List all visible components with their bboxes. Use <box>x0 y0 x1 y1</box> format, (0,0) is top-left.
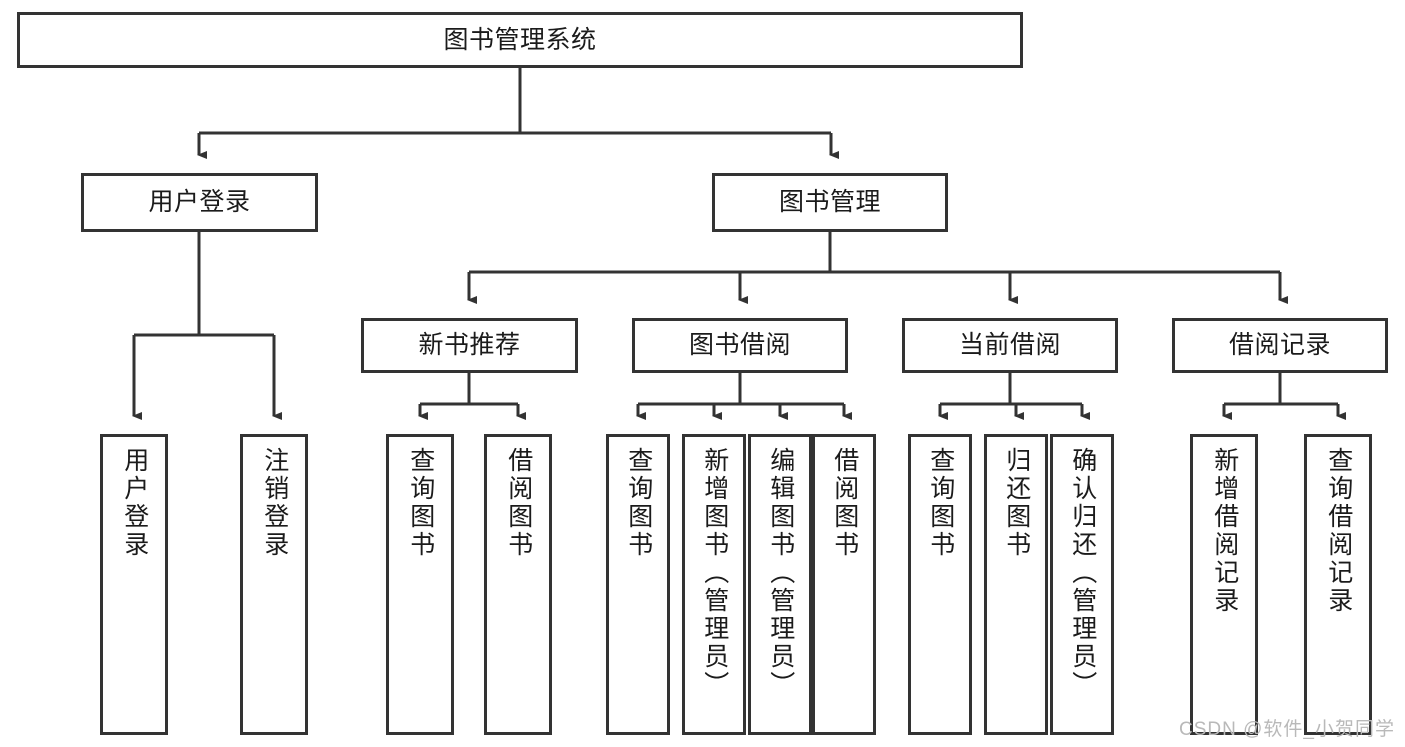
node-leaf-borrow-book-2[interactable]: 借阅图书 <box>812 434 876 735</box>
node-leaf-query-book-1-label: 查询图书 <box>406 447 435 559</box>
node-current-borrow[interactable]: 当前借阅 <box>902 318 1118 373</box>
node-borrow-record-label: 借阅记录 <box>1228 331 1331 360</box>
node-leaf-add-book-label: 新增图书（管理员） <box>700 447 729 699</box>
node-leaf-borrow-book-1[interactable]: 借阅图书 <box>484 434 552 735</box>
node-root[interactable]: 图书管理系统 <box>17 12 1023 68</box>
node-leaf-user-logout[interactable]: 注销登录 <box>240 434 308 735</box>
node-leaf-add-record-label: 新增借阅记录 <box>1210 447 1239 615</box>
node-root-label: 图书管理系统 <box>443 25 597 54</box>
node-book-manage[interactable]: 图书管理 <box>712 173 948 232</box>
node-user-login[interactable]: 用户登录 <box>81 173 318 232</box>
node-leaf-query-book-2-label: 查询图书 <box>624 447 653 559</box>
node-leaf-edit-book-label: 编辑图书（管理员） <box>766 447 795 699</box>
node-leaf-user-login[interactable]: 用户登录 <box>100 434 168 735</box>
node-leaf-query-book-3[interactable]: 查询图书 <box>908 434 972 735</box>
node-leaf-edit-book[interactable]: 编辑图书（管理员） <box>748 434 812 735</box>
node-leaf-user-login-label: 用户登录 <box>120 447 149 559</box>
node-leaf-add-book[interactable]: 新增图书（管理员） <box>682 434 746 735</box>
node-leaf-query-record[interactable]: 查询借阅记录 <box>1304 434 1372 735</box>
node-leaf-query-record-label: 查询借阅记录 <box>1324 447 1353 615</box>
node-leaf-query-book-3-label: 查询图书 <box>926 447 955 559</box>
watermark-text: CSDN @软件_小贺同学 <box>1179 719 1395 740</box>
node-user-login-label: 用户登录 <box>148 188 251 217</box>
node-book-manage-label: 图书管理 <box>778 188 881 217</box>
node-leaf-confirm-return[interactable]: 确认归还（管理员） <box>1050 434 1114 735</box>
node-borrow-record[interactable]: 借阅记录 <box>1172 318 1388 373</box>
node-leaf-add-record[interactable]: 新增借阅记录 <box>1190 434 1258 735</box>
node-leaf-user-logout-label: 注销登录 <box>260 447 289 559</box>
node-leaf-confirm-return-label: 确认归还（管理员） <box>1068 447 1097 699</box>
node-leaf-borrow-book-2-label: 借阅图书 <box>830 447 859 559</box>
node-leaf-borrow-book-1-label: 借阅图书 <box>504 447 533 559</box>
node-leaf-query-book-1[interactable]: 查询图书 <box>386 434 454 735</box>
node-leaf-return-book-label: 归还图书 <box>1002 447 1031 559</box>
node-current-borrow-label: 当前借阅 <box>958 331 1061 360</box>
node-book-borrow-label: 图书借阅 <box>688 331 791 360</box>
node-leaf-query-book-2[interactable]: 查询图书 <box>606 434 670 735</box>
node-new-book-recommend-label: 新书推荐 <box>418 331 521 360</box>
node-book-borrow[interactable]: 图书借阅 <box>632 318 848 373</box>
node-leaf-return-book[interactable]: 归还图书 <box>984 434 1048 735</box>
node-new-book-recommend[interactable]: 新书推荐 <box>361 318 578 373</box>
